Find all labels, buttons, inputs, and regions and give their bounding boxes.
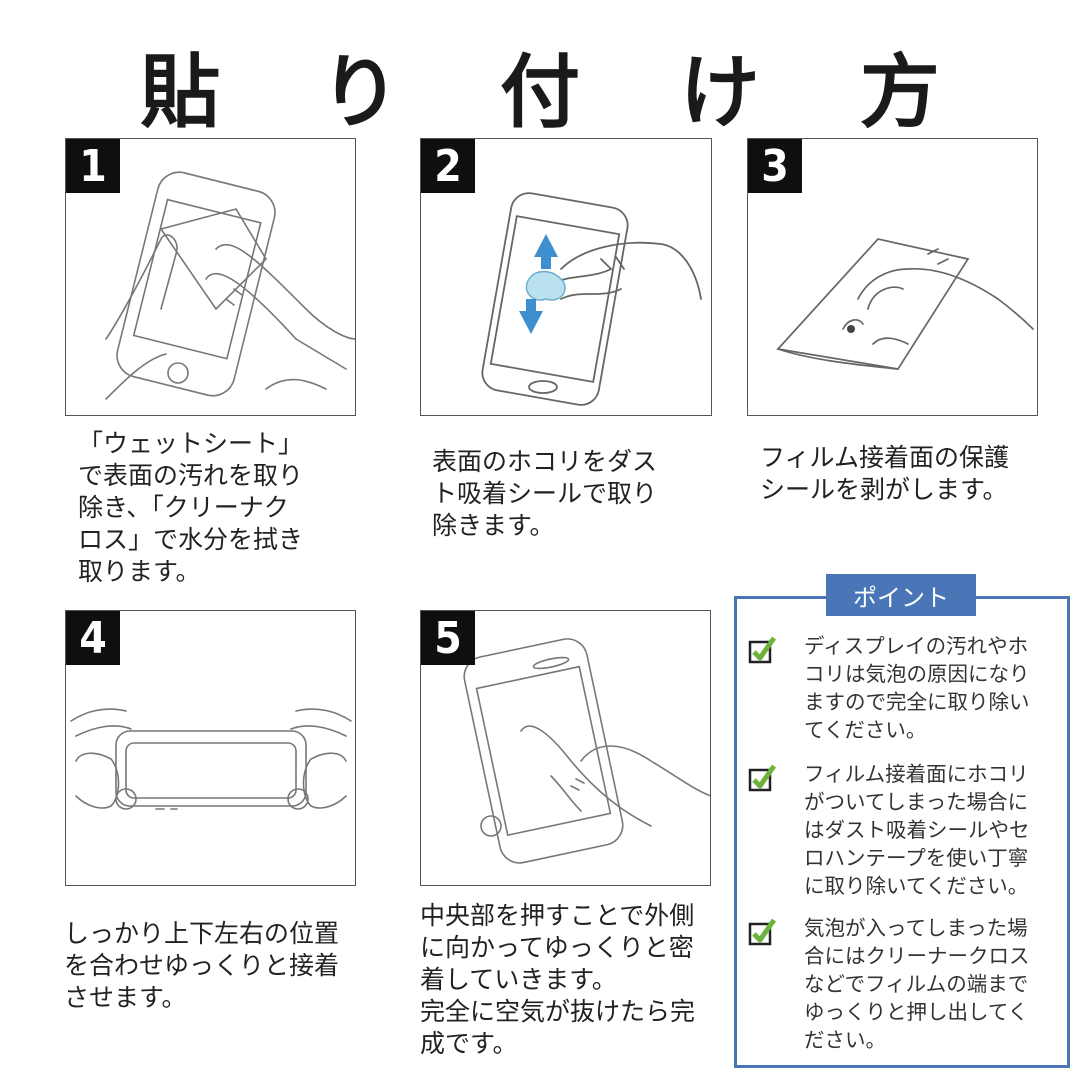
step-3-illustration: 3 <box>747 138 1038 416</box>
step-number-badge: 5 <box>421 611 475 665</box>
step-number-badge: 4 <box>66 611 120 665</box>
step-2-illustration: 2 <box>420 138 712 416</box>
step-1-illustration: 1 <box>65 138 356 416</box>
step-4-caption: しっかり上下左右の位置 を合わせゆっくりと接着 させます。 <box>64 919 340 1012</box>
tip-text: ディスプレイの汚れやホ コリは気泡の原因になり ますので完全に取り除い てくださ… <box>804 634 1030 742</box>
step-number-badge: 2 <box>421 139 475 193</box>
wipe-phone-illustration <box>105 171 355 400</box>
dust-sticker-illustration <box>481 192 702 406</box>
step-3-caption: フィルム接着面の保護 シールを剥がします。 <box>760 443 1010 504</box>
step-1-caption: 「ウェットシート」 で表面の汚れを取り 除き、「クリーナク ロス」で水分を拭き … <box>78 429 304 586</box>
checkbox-checked-icon <box>748 636 776 664</box>
press-center-illustration <box>463 638 710 864</box>
tips-box <box>734 596 1070 1068</box>
tip-text: 気泡が入ってしまった場 合にはクリーナークロス などでフィルムの端まで ゆっくり… <box>804 916 1030 1052</box>
checkbox-checked-icon <box>748 764 776 792</box>
peel-film-illustration <box>776 238 1034 370</box>
tips-label: ポイント <box>826 574 976 616</box>
step-number-badge: 1 <box>66 139 120 193</box>
step-5-illustration: 5 <box>420 610 711 886</box>
page-title: 貼 り 付 け 方 <box>140 46 976 139</box>
step-5-caption: 中央部を押すことで外側 に向かってゆっくりと密 着していきます。 完全に空気が抜… <box>420 901 696 1058</box>
step-number-badge: 3 <box>748 139 802 193</box>
align-phone-illustration <box>70 708 352 810</box>
step-2-caption: 表面のホコリをダス ト吸着シールで取り 除きます。 <box>432 447 658 540</box>
tip-text: フィルム接着面にホコリ がついてしまった場合に はダスト吸着シールやセ ロハンテ… <box>804 762 1030 898</box>
checkbox-checked-icon <box>748 918 776 946</box>
step-4-illustration: 4 <box>65 610 356 886</box>
